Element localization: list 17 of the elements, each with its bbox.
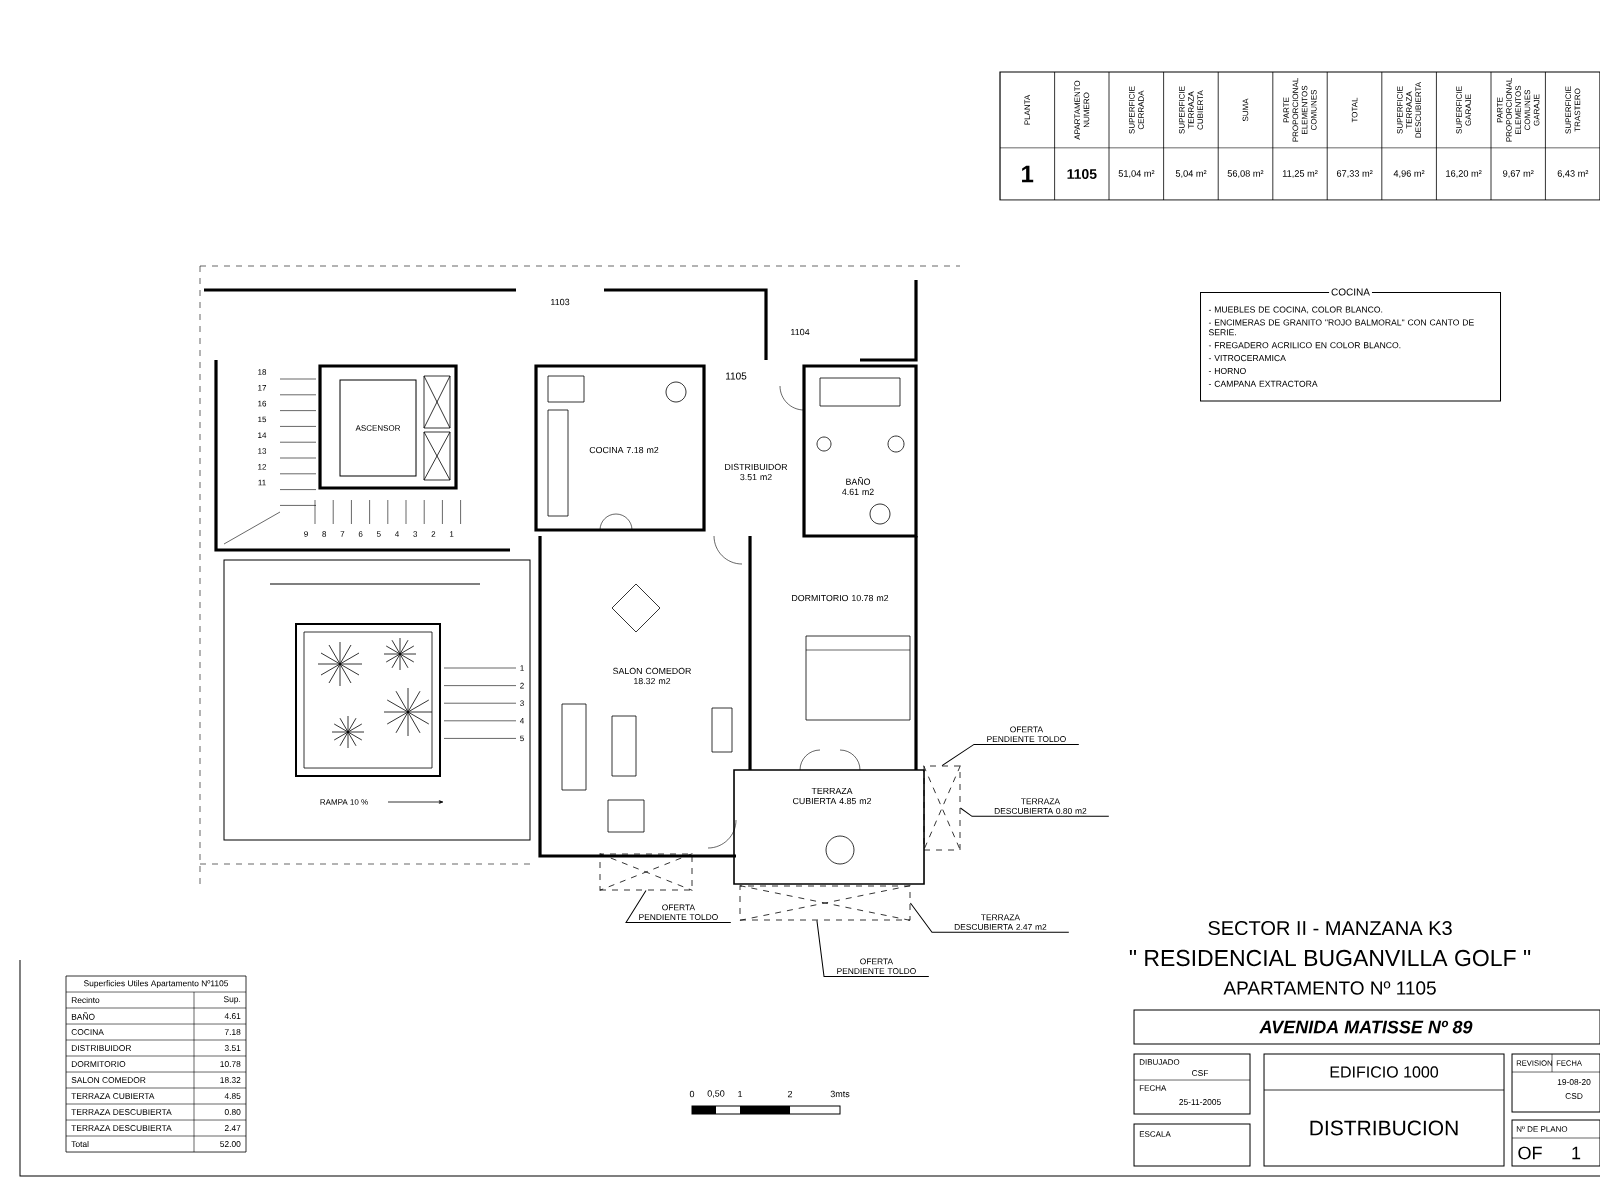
awning-outline [923,765,961,851]
address-text: AVENIDA MATISSE Nº 89 [1259,1020,1473,1034]
building-text: EDIFICIO 1000 [1330,1066,1439,1078]
leader-line [941,743,1080,767]
field-value: OF [1518,1146,1542,1160]
title-text: SECTOR II - MANZANA K3 [1208,920,1452,936]
awning-outline [739,885,911,921]
field-value: 1 [1572,1146,1581,1160]
leader-line [909,902,1070,933]
drawing-title: DISTRIBUCION [1310,1120,1458,1136]
leader-line [625,889,732,923]
title-text: APARTAMENTO Nº 1105 [1223,981,1436,995]
awning-outline [599,853,693,891]
leader-line [816,919,930,977]
title-text: " RESIDENCIAL BUGANVILLA GOLF " [1129,949,1531,967]
table-value: 1 [1022,165,1034,183]
leader-line [959,807,1110,817]
